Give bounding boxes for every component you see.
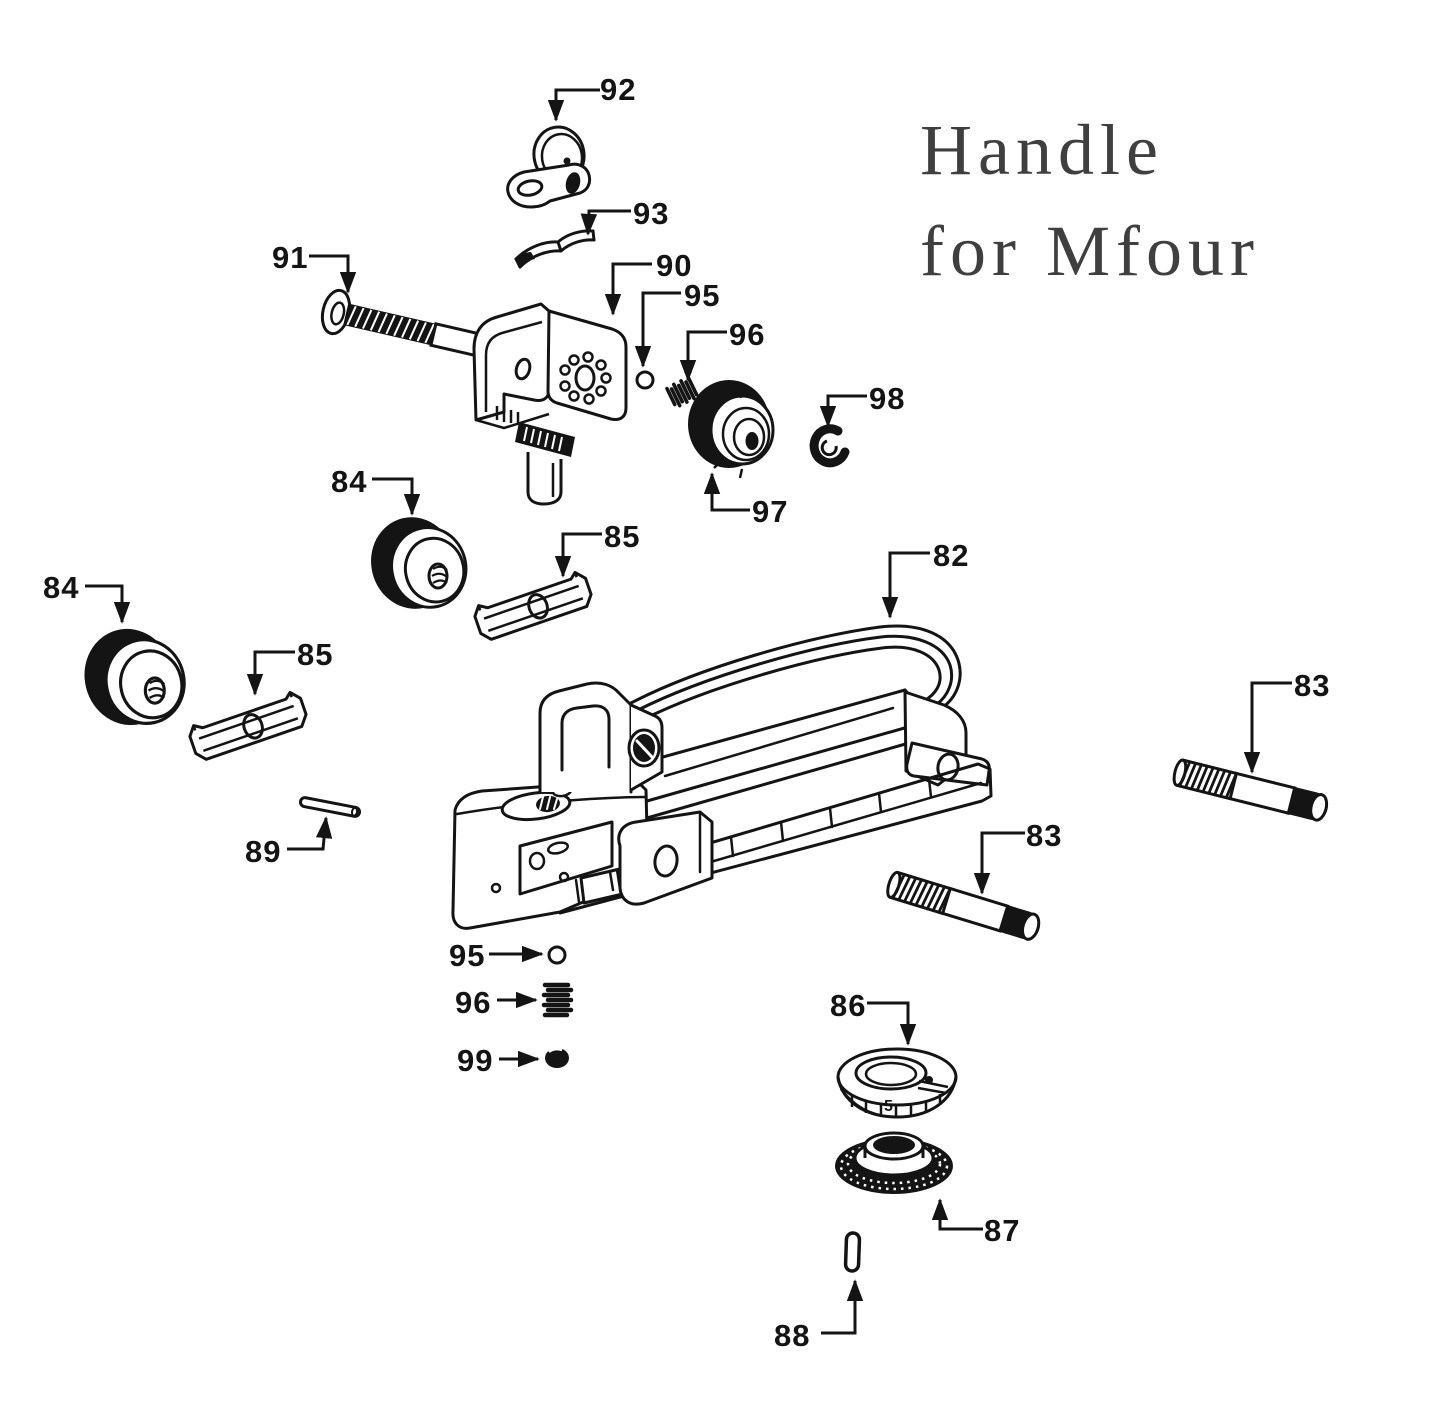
part-label-90: 90 [656, 248, 693, 283]
leader-97 [703, 472, 750, 512]
part-95-detent-ball-bottom-drawing [547, 945, 567, 965]
leader-82 [881, 551, 930, 619]
part-90-sight-base-drawing [472, 302, 628, 506]
leader-93 [580, 209, 631, 236]
part-label-84-left: 84 [43, 570, 80, 605]
diagram-title-line-1: Handle [920, 110, 1164, 190]
part-85-clamp-bar-left-drawing [185, 688, 311, 764]
leader-95-top [634, 291, 681, 368]
leader-85-left [246, 650, 295, 696]
leader-84-top [372, 477, 421, 516]
part-label-96-top: 96 [729, 317, 766, 352]
part-84-clamp-knob-top-drawing [359, 504, 476, 622]
leader-83-right [1243, 681, 1292, 774]
part-label-83-middle: 83 [1026, 818, 1063, 853]
part-label-85-left: 85 [297, 637, 334, 672]
callout-leader-lines [85, 88, 1292, 1335]
part-label-88: 88 [774, 1318, 811, 1353]
part-92-sight-aperture-drawing [506, 125, 592, 209]
leader-88 [821, 1279, 864, 1335]
part-98-snap-ring-drawing [809, 424, 850, 468]
part-88-pin-drawing [843, 1231, 862, 1273]
leader-98 [819, 394, 867, 428]
leader-84-left [85, 584, 131, 624]
leader-83-middle [973, 831, 1025, 895]
part-99-detent-drawing [545, 1047, 569, 1068]
diagram-title-line-2: for Mfour [920, 211, 1260, 291]
part-label-93: 93 [633, 196, 670, 231]
part-97-elevation-knob-drawing [688, 380, 775, 479]
part-label-91: 91 [272, 240, 309, 275]
part-96-detent-spring-drawing [664, 375, 700, 410]
part-label-82: 82 [933, 538, 970, 573]
part-label-86: 86 [830, 988, 867, 1023]
part-label-85-top: 85 [604, 519, 641, 554]
leader-91 [309, 254, 357, 294]
part-85-clamp-bar-top-drawing [470, 568, 596, 644]
dial-detent-number: 5 [884, 1098, 893, 1115]
diagram-title: Handle for Mfour [920, 100, 1260, 302]
leader-92 [547, 88, 600, 122]
leader-89 [287, 816, 333, 851]
part-label-95-bottom: 95 [449, 938, 486, 973]
part-label-97: 97 [752, 494, 789, 529]
part-label-84-top: 84 [331, 464, 368, 499]
part-label-99: 99 [457, 1043, 494, 1078]
part-label-95-top: 95 [684, 278, 721, 313]
leader-87 [931, 1198, 983, 1231]
part-86-windage-dial-drawing: 5 [836, 1047, 958, 1119]
leader-86 [867, 1001, 917, 1046]
part-89-roll-pin-drawing [298, 796, 362, 818]
part-82-carry-handle-drawing [451, 624, 993, 930]
part-93-leaf-spring-drawing [514, 229, 596, 269]
part-95-detent-ball-drawing [635, 370, 655, 390]
part-83-clamp-screw-middle-drawing [883, 868, 1045, 945]
part-label-83-right: 83 [1294, 668, 1331, 703]
part-label-98: 98 [869, 381, 906, 416]
part-label-87: 87 [984, 1213, 1021, 1248]
part-label-89: 89 [245, 834, 282, 869]
leader-85-top [554, 532, 602, 578]
part-96-detent-spring-bottom-drawing [544, 985, 571, 1015]
part-label-92: 92 [600, 72, 637, 107]
leader-90 [604, 262, 652, 316]
part-87-knurled-washer-drawing [835, 1131, 953, 1194]
leader-96-top [679, 330, 727, 382]
part-label-96-bottom: 96 [455, 985, 492, 1020]
part-84-clamp-knob-left-drawing [72, 615, 195, 739]
